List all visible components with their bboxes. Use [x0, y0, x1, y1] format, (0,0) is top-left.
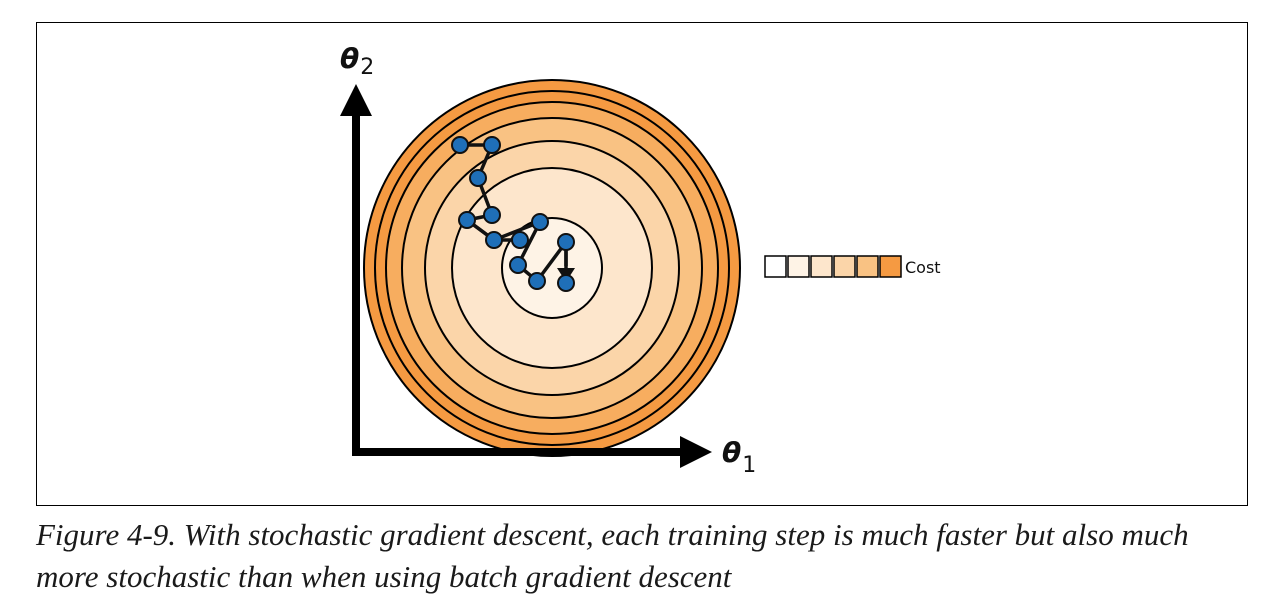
x-axis-arrowhead	[680, 436, 712, 468]
sgd-step-point	[531, 213, 549, 231]
y-axis-arrowhead	[340, 84, 372, 116]
legend-swatch	[764, 255, 787, 278]
figure-caption: Figure 4-9. With stochastic gradient des…	[36, 514, 1256, 598]
sgd-step-point	[458, 211, 476, 229]
legend-label: Cost	[905, 258, 941, 277]
cost-legend: Cost	[764, 255, 941, 278]
y-axis-label: θ2	[340, 42, 374, 80]
sgd-step-point	[557, 233, 575, 251]
legend-swatch	[856, 255, 879, 278]
sgd-step-point	[557, 274, 575, 292]
axes: θ2 θ1	[340, 42, 756, 478]
sgd-step-point	[451, 136, 469, 154]
cost-contours	[363, 79, 741, 457]
figure-frame	[36, 22, 1248, 506]
sgd-step-point	[509, 256, 527, 274]
legend-swatch	[810, 255, 833, 278]
legend-swatch	[787, 255, 810, 278]
sgd-step-point	[528, 272, 546, 290]
caption-label: Figure 4-9.	[36, 517, 177, 552]
legend-swatch	[833, 255, 856, 278]
caption-text: With stochastic gradient descent, each t…	[36, 517, 1189, 594]
sgd-points	[451, 136, 575, 292]
sgd-step-point	[483, 206, 501, 224]
sgd-step-point	[485, 231, 503, 249]
sgd-step-point	[469, 169, 487, 187]
sgd-step-point	[511, 231, 529, 249]
legend-swatch	[879, 255, 902, 278]
x-axis-label: θ1	[722, 436, 756, 478]
sgd-step-point	[483, 136, 501, 154]
